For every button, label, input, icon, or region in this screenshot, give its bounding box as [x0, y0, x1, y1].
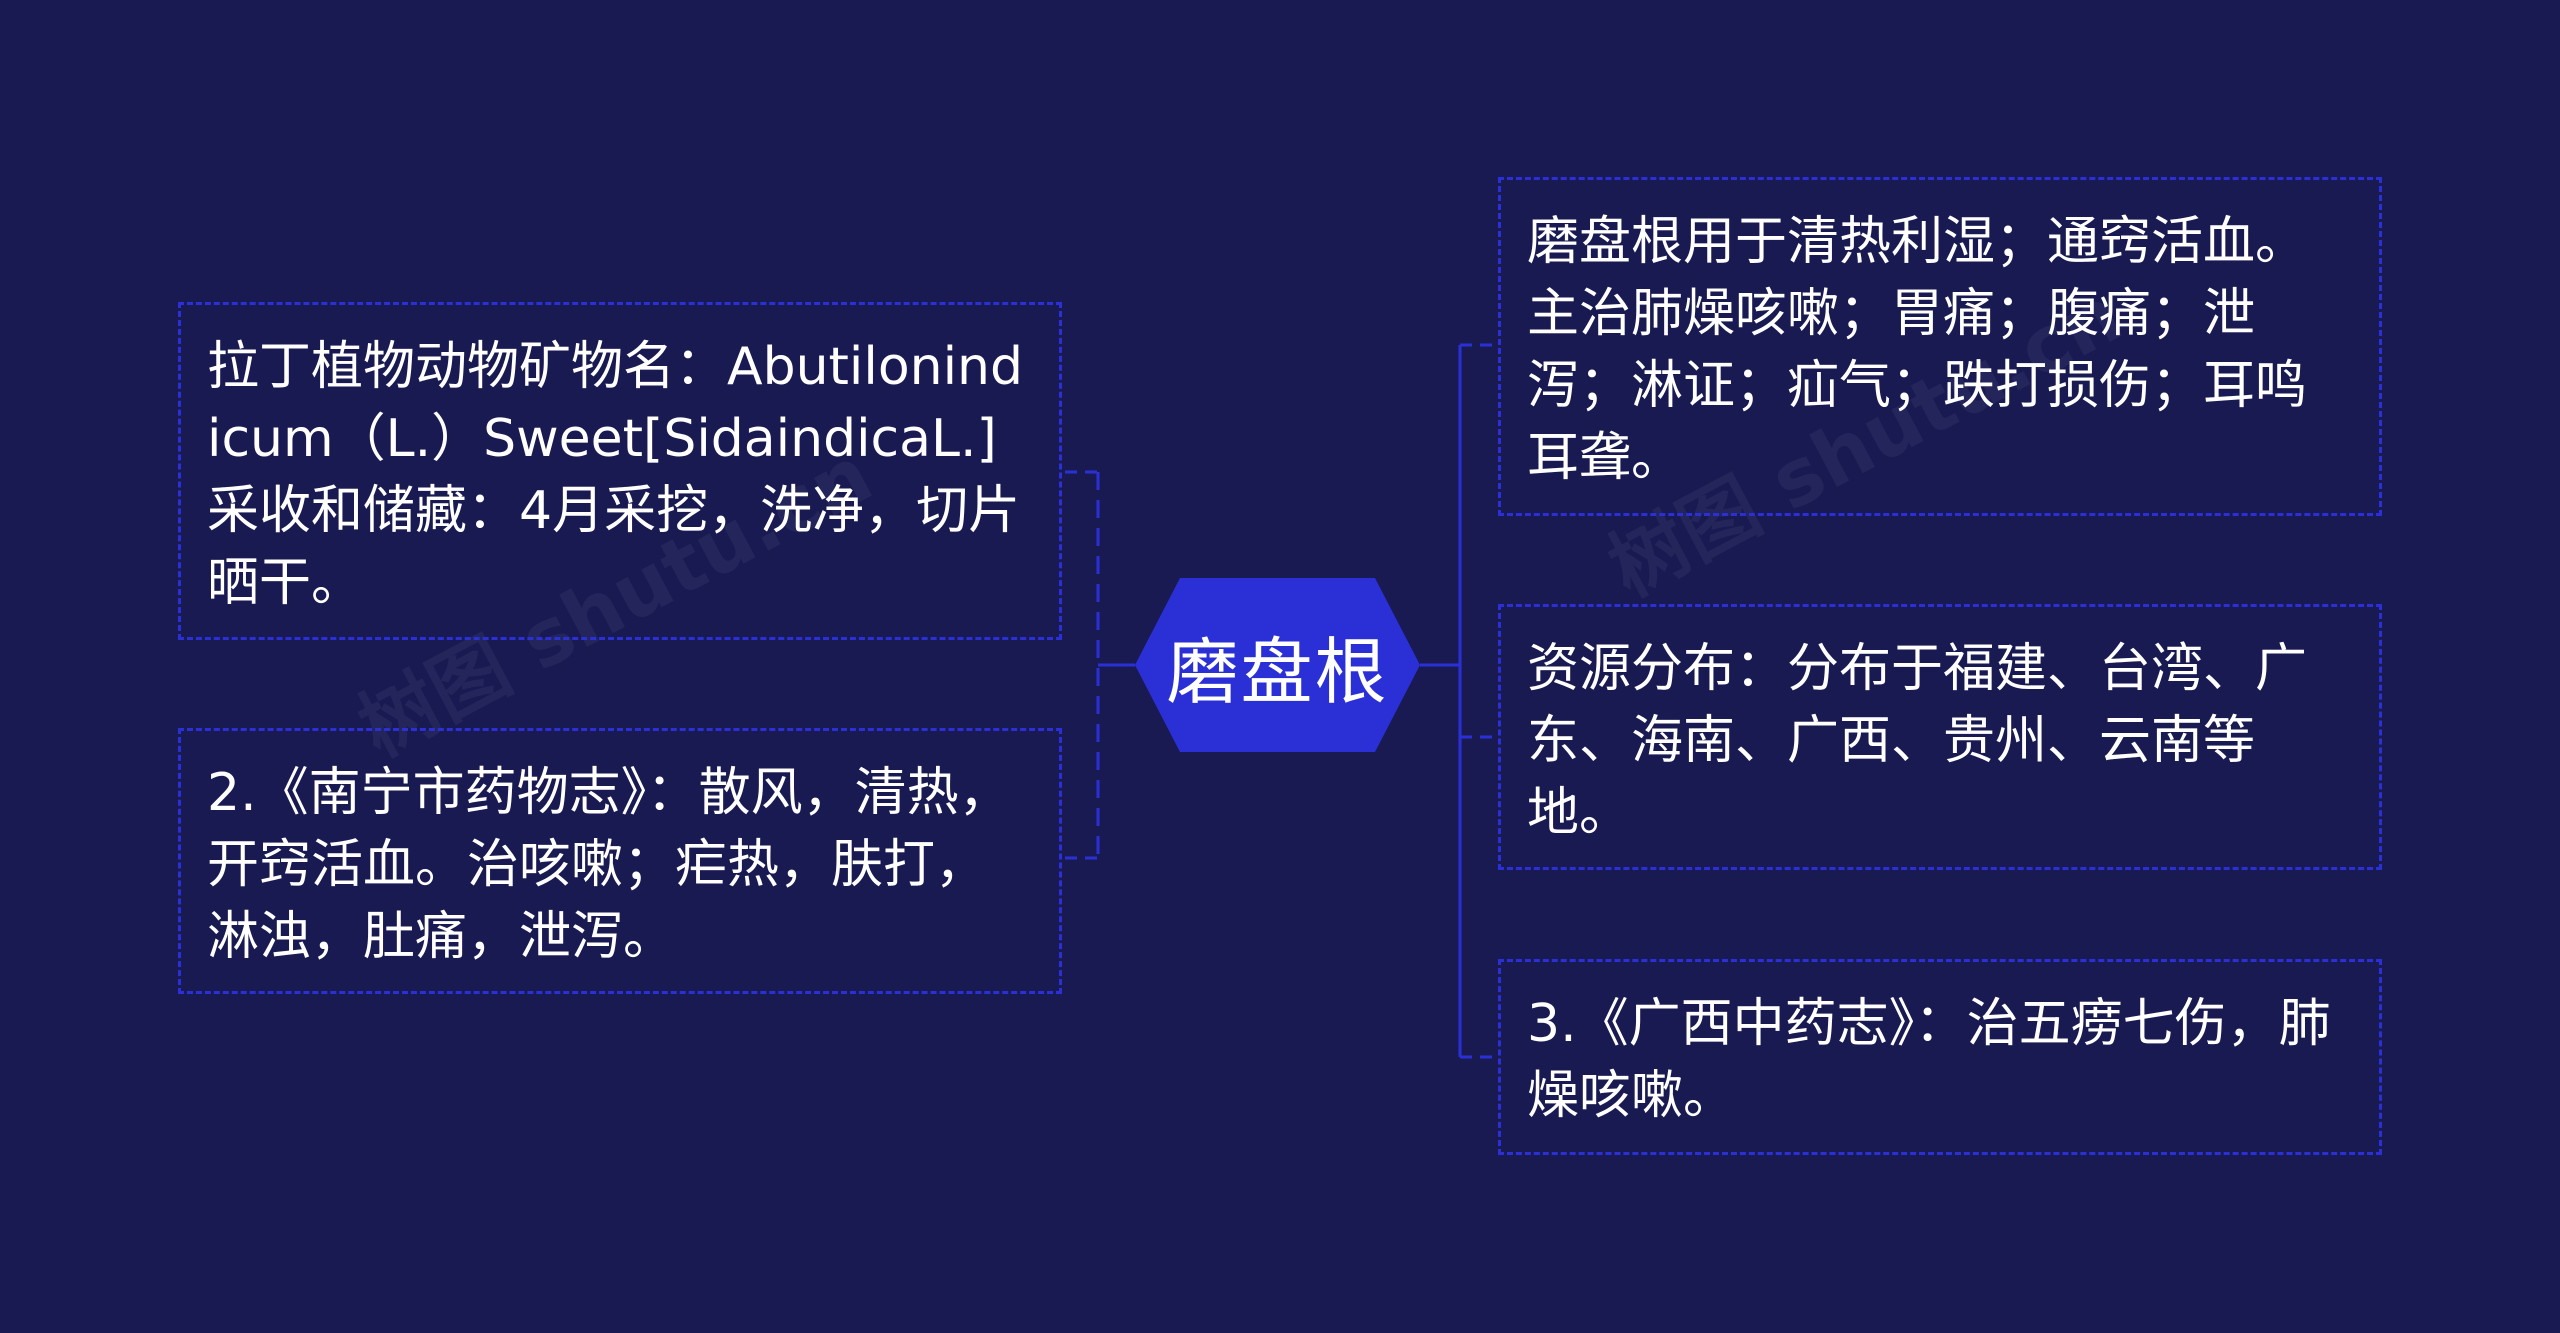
central-topic[interactable]: 磨盘根: [1135, 578, 1420, 752]
right-topic-distribution[interactable]: 资源分布：分布于福建、台湾、广东、海南、广西、贵州、云南等地。: [1498, 604, 2382, 870]
right-topic-guangxi-record[interactable]: 3.《广西中药志》：治五痨七伤，肺燥咳嗽。: [1498, 959, 2382, 1155]
right-topic-usage[interactable]: 磨盘根用于清热利湿；通窍活血。主治肺燥咳嗽；胃痛；腹痛；泄泻；淋证；疝气；跌打损…: [1498, 177, 2382, 516]
left-topic-latin-name[interactable]: 拉丁植物动物矿物名：Abutilonindicum（L.）Sweet[Sidai…: [178, 302, 1062, 640]
left-topic-nanning-record[interactable]: 2.《南宁市药物志》：散风，清热，开窍活血。治咳嗽；疟热，肤打，淋浊，肚痛，泄泻…: [178, 728, 1062, 994]
